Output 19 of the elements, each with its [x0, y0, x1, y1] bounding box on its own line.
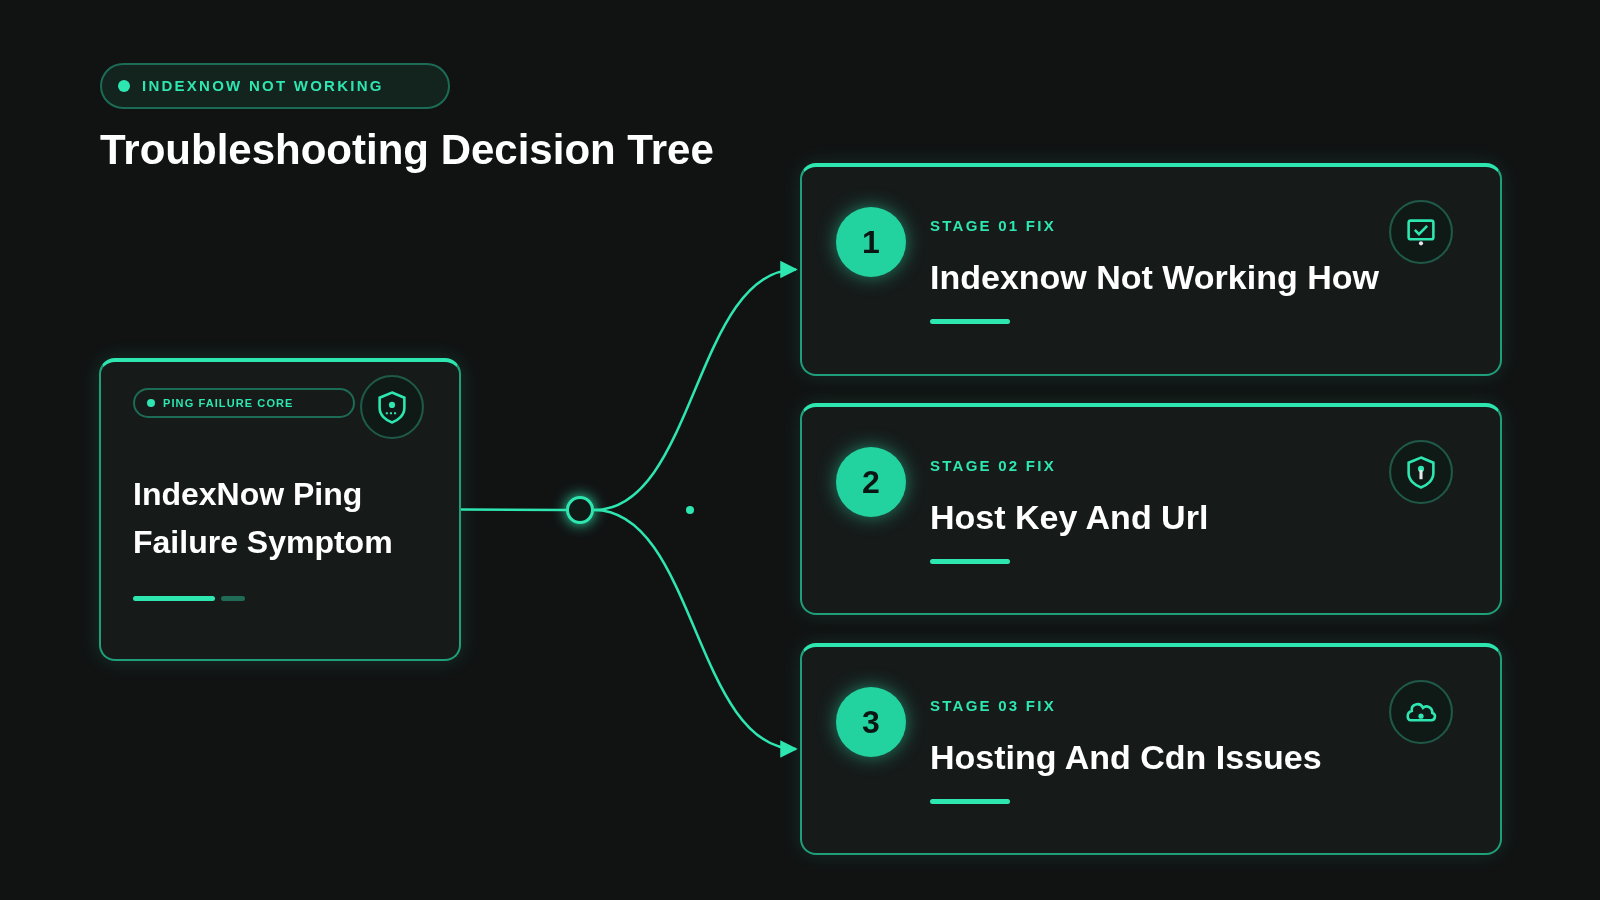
stage-card: [800, 163, 1502, 376]
connector-arrow: [593, 508, 798, 755]
diagram-title: Troubleshooting Decision Tree: [100, 125, 714, 175]
tag-pill: [100, 63, 450, 109]
stage-card: [800, 643, 1502, 855]
step-number: 3: [836, 687, 906, 757]
stage-label: STAGE 02 FIX: [930, 456, 1056, 476]
card-title: Indexnow Not Working How: [930, 257, 1380, 298]
stage-label: STAGE 01 FIX: [930, 216, 1056, 236]
card-title: Hosting And Cdn Issues: [930, 737, 1323, 778]
step-number: 2: [836, 447, 906, 517]
stage-label: STAGE 03 FIX: [930, 696, 1056, 716]
card-title: IndexNow Ping Failure Symptom: [133, 475, 394, 562]
step-number: 1: [836, 207, 906, 277]
stage-card: [800, 403, 1502, 615]
tag-text: PING FAILURE CORE: [163, 395, 294, 411]
symptom-card: [99, 358, 461, 661]
card-title: Host Key And Url: [930, 497, 1210, 538]
tag-text: INDEXNOW NOT WORKING: [142, 75, 384, 96]
